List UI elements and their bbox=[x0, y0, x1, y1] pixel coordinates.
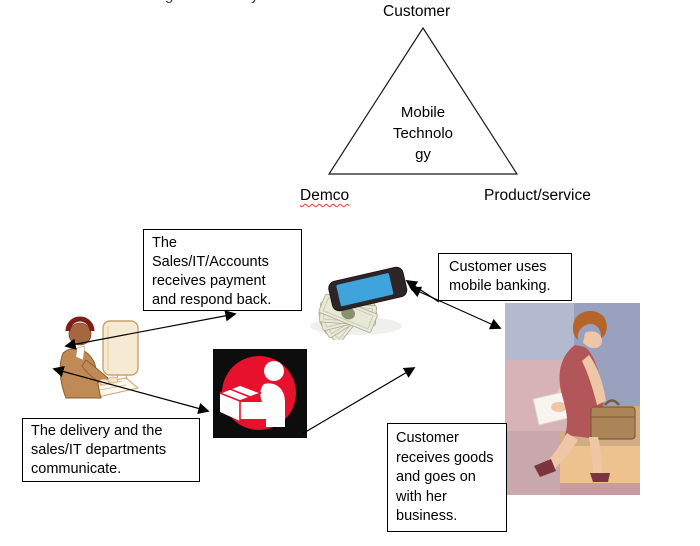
clipped-heading-fragment: g bbox=[165, 0, 173, 4]
smartphone-on-money-icon bbox=[310, 266, 408, 340]
triangle-center-label: Mobile Technolo gy bbox=[392, 104, 454, 163]
delivery-person-image bbox=[213, 349, 307, 438]
triangle-apex-label: Customer bbox=[383, 3, 451, 20]
businesswoman-icon bbox=[505, 303, 640, 495]
man-at-computer-image bbox=[56, 308, 148, 401]
man-at-computer-icon bbox=[59, 316, 140, 399]
triangle-bottom-left-label: Demco bbox=[300, 187, 350, 204]
triangle-bottom-right-label: Product/service bbox=[484, 187, 591, 204]
delivery-person-icon bbox=[213, 349, 307, 438]
businesswoman-image bbox=[505, 303, 640, 495]
callout-sales-accounts: The Sales/IT/Accounts receives payment a… bbox=[143, 229, 302, 311]
clipped-heading-fragment: y bbox=[251, 0, 259, 4]
callout-customer-receives-goods: Customer receives goods and goes on with… bbox=[387, 423, 507, 532]
smartphone-on-money-image bbox=[304, 262, 412, 340]
callout-customer-mobile-banking: Customer uses mobile banking. bbox=[438, 253, 572, 301]
callout-delivery-sales-communicate: The delivery and the sales/IT department… bbox=[22, 418, 200, 482]
